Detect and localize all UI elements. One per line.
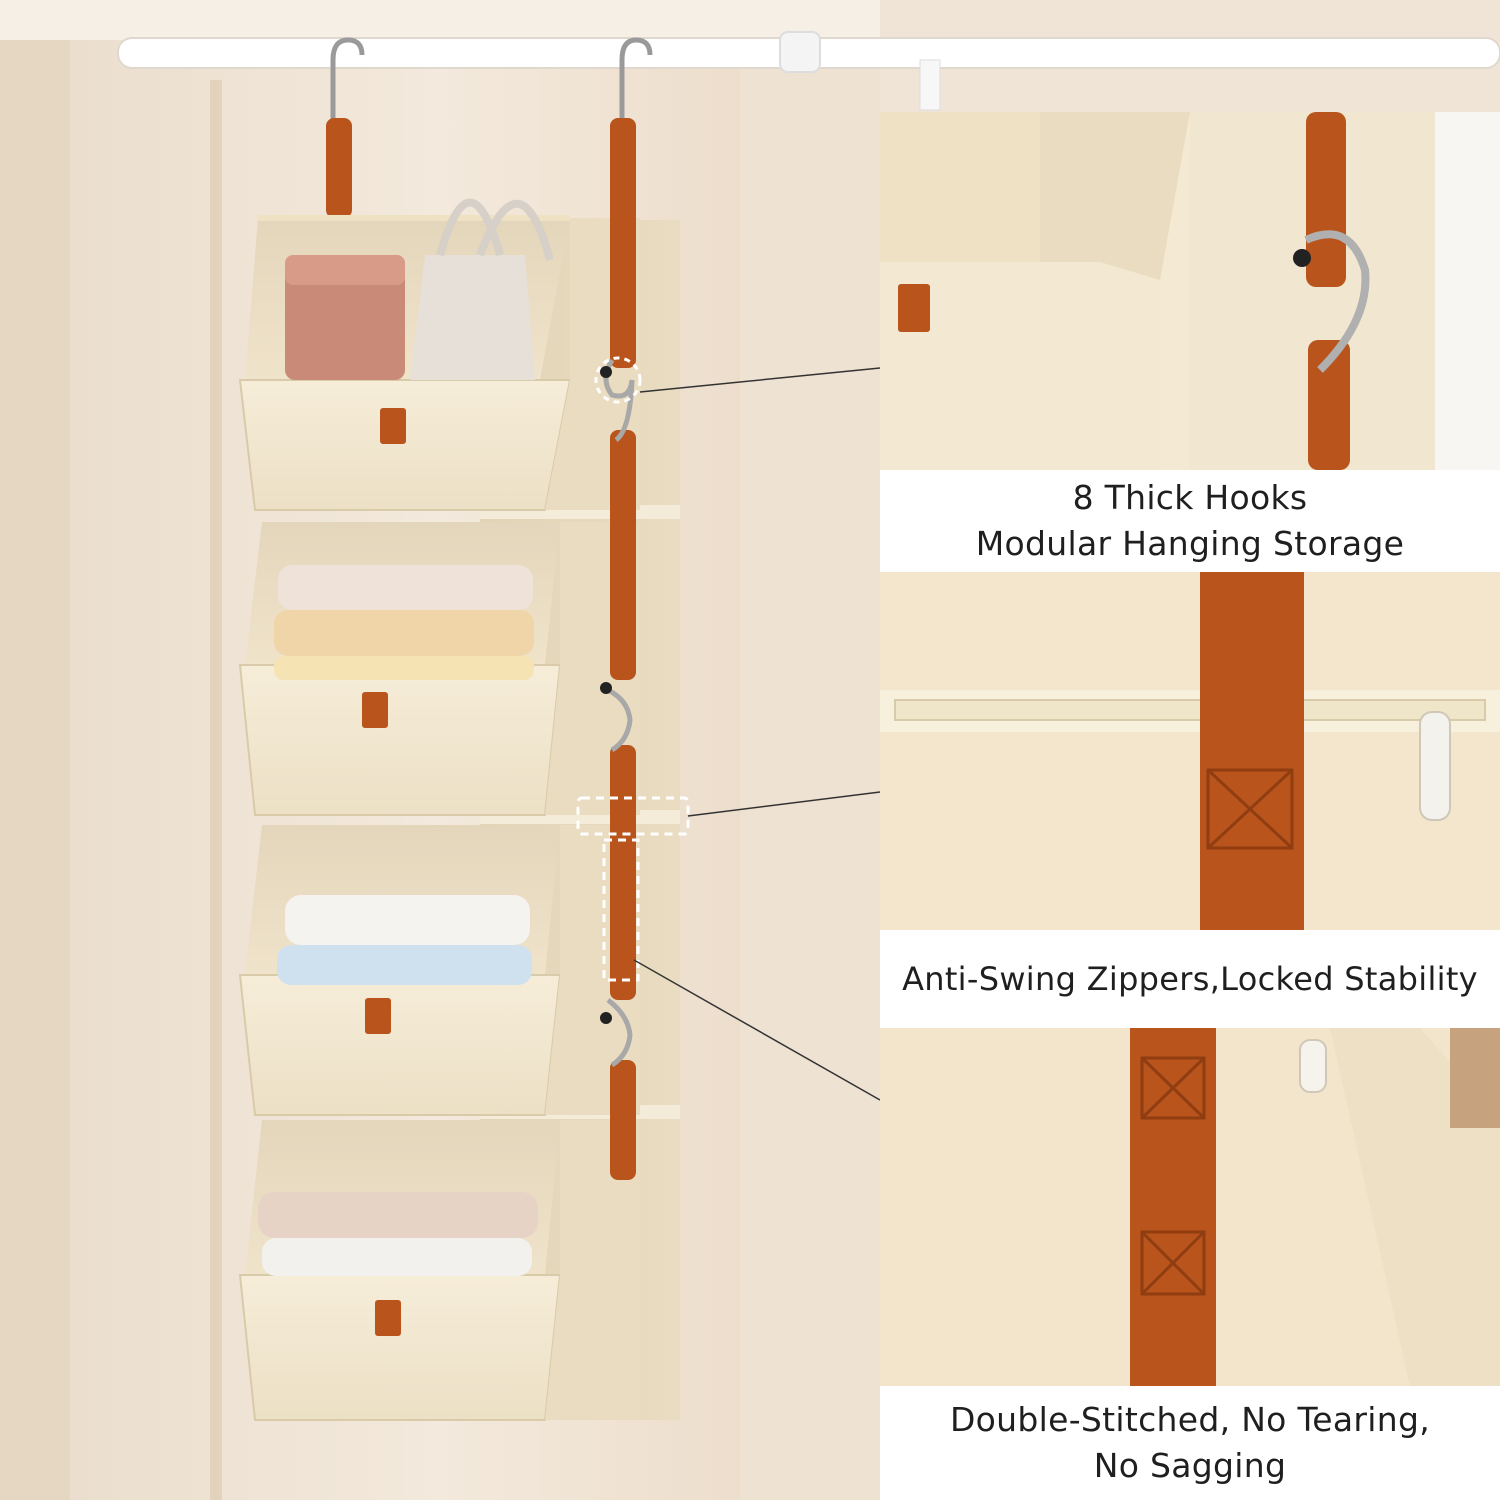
storage-bin-4	[238, 1120, 640, 1421]
strap-icon	[610, 118, 636, 368]
stitch-closeup-panel	[880, 1028, 1500, 1386]
feature-caption-hooks: 8 Thick Hooks Modular Hanging Storage	[880, 470, 1500, 572]
feature-caption-zippers: Anti-Swing Zippers,Locked Stability	[880, 930, 1500, 1028]
hook-icon	[1304, 230, 1370, 373]
zipper-closeup-panel	[880, 572, 1500, 930]
strap-icon	[326, 118, 352, 218]
hook-icon	[606, 998, 633, 1068]
storage-bin-1	[238, 198, 640, 511]
caption-line: 8 Thick Hooks	[1072, 478, 1308, 517]
hook-icon	[619, 37, 653, 120]
hook-closeup-panel	[880, 112, 1500, 470]
caption-line: Anti-Swing Zippers,Locked Stability	[902, 960, 1478, 998]
feature-caption-stitching: Double-Stitched, No Tearing, No Sagging	[880, 1386, 1500, 1500]
storage-bin-3	[238, 825, 640, 1116]
caption-line: Modular Hanging Storage	[975, 524, 1405, 563]
caption-line: Double-Stitched, No Tearing,	[949, 1400, 1431, 1439]
hook-icon	[330, 37, 365, 120]
storage-bin-2	[238, 522, 640, 816]
hook-icon	[603, 358, 635, 443]
zipper-icon	[1299, 1039, 1327, 1093]
zipper-icon	[1419, 711, 1451, 821]
hook-icon	[606, 687, 633, 753]
caption-line: No Sagging	[1093, 1446, 1287, 1485]
